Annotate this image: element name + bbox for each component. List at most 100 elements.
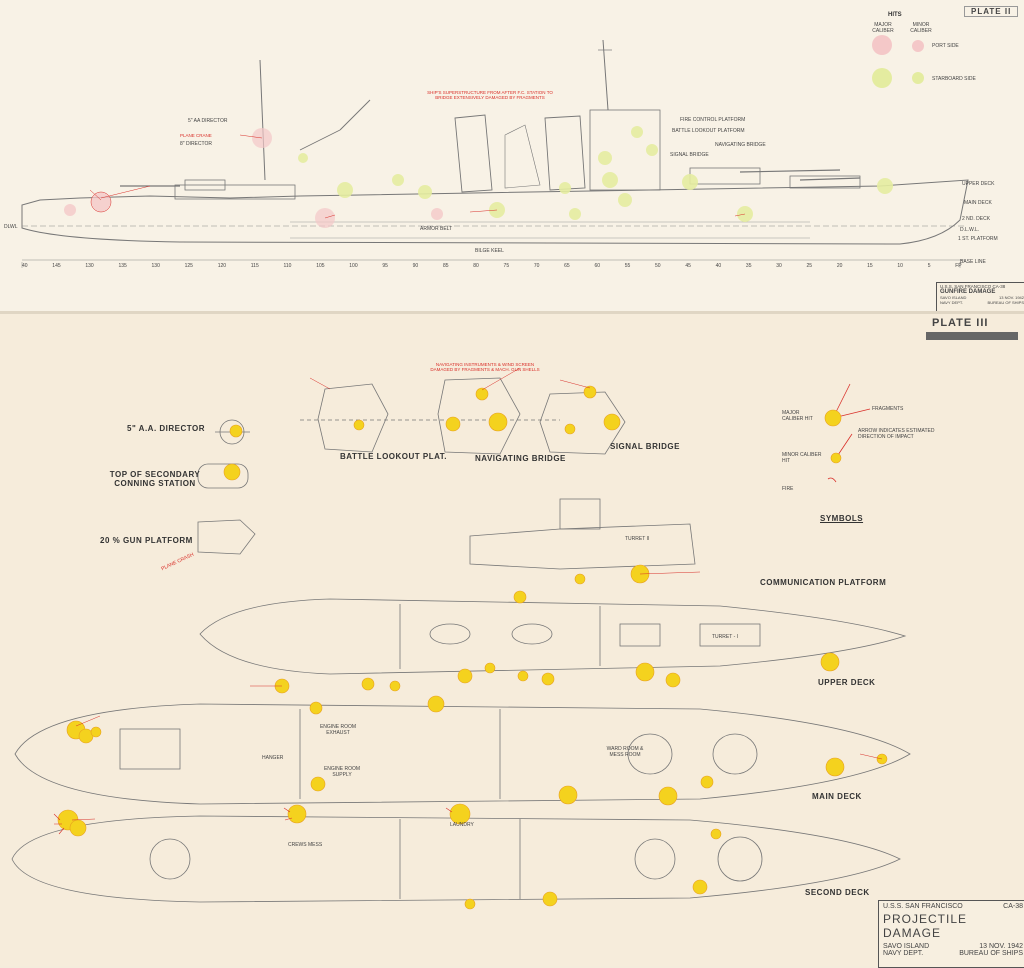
profile-label-fire-control-platform: FIRE CONTROL PLATFORM: [680, 117, 746, 123]
frame-number: 50: [655, 263, 661, 269]
superstructure-note: SHIP'S SUPERSTRUCTURE FROM AFTER F.C. ST…: [427, 90, 553, 100]
label-crews-mess: CREWS MESS: [288, 842, 323, 848]
label-engine-room-exhaust: ENGINE ROOM EXHAUST: [319, 724, 357, 736]
label-secondary-conning-station: TOP OF SECONDARY CONNING STATION: [109, 470, 201, 488]
legend-port-major-dot: [872, 35, 892, 55]
label-battle-lookout-plat: BATTLE LOOKOUT PLAT.: [340, 452, 448, 461]
frame-number: 40: [715, 263, 722, 269]
frame-number: FP: [955, 263, 962, 269]
plate-ii-title-block: U.S.S. SAN FRANCISCO CA-38 GUNFIRE DAMAG…: [936, 282, 1024, 314]
frame-number: 105: [316, 263, 325, 269]
title-savo-island: SAVO ISLAND: [883, 943, 930, 950]
profile-label-armor-belt: ARMOR BELT: [420, 226, 453, 232]
title-navy-dept: NAVY DEPT.: [883, 950, 924, 957]
frame-number: 125: [184, 263, 193, 269]
title-navy-dept: NAVY DEPT.: [940, 300, 963, 305]
symbol-major-caliber: MAJOR CALIBER HIT: [782, 410, 813, 422]
plate-iii-title-block: U.S.S. SAN FRANCISCO CA-38 PROJECTILE DA…: [878, 900, 1024, 968]
ship-profile-drawing: [21, 39, 969, 268]
frame-number: 75: [503, 263, 510, 269]
label-engine-room-supply: ENGINE ROOM SUPPLY: [323, 766, 361, 778]
frame-number: 100: [349, 263, 358, 269]
legend-major-caliber: MAJOR CALIBER: [872, 22, 894, 34]
frame-number: 115: [250, 263, 259, 269]
profile-label-plane-crane: PLANE CRANE: [180, 133, 212, 138]
frame-number: 130: [85, 263, 94, 269]
label-aa-director: 5" A.A. DIRECTOR: [127, 424, 206, 433]
frame-number: 60: [594, 263, 600, 269]
frame-number: 145: [52, 263, 61, 269]
title-date: 13 NOV. 1942: [999, 295, 1024, 300]
frame-number: 15: [867, 263, 873, 269]
label-wardroom: WARD ROOM & MESS ROOM: [606, 746, 644, 758]
legend-title: HITS: [888, 12, 902, 18]
frame-number: 90: [412, 263, 419, 269]
frame-number: 95: [382, 263, 388, 269]
frame-scale: 40 145 130 135 130 125 120 115 110 105 1…: [22, 263, 962, 269]
frame-number: 120: [217, 263, 227, 269]
plate-iii-label: PLATE III: [932, 317, 989, 329]
frame-number: 80: [473, 263, 479, 269]
legend-port-side: PORT SIDE: [932, 43, 959, 49]
profile-label-dlwl-left: DLWL: [4, 224, 18, 230]
profile-label-signal-bridge: SIGNAL BRIDGE: [670, 152, 709, 158]
legend-minor-caliber: MINOR CALIBER: [910, 22, 932, 34]
navigating-instruments-note: NAVIGATING INSTRUMENTS & WIND SCREEN DAM…: [430, 362, 540, 372]
plate-ii-label: PLATE II: [964, 6, 1019, 17]
symbol-fire: FIRE: [782, 486, 794, 492]
label-upper-deck: UPPER DECK: [818, 678, 876, 687]
plate-iii-label-bar: [926, 332, 1018, 340]
title-savo-island: SAVO ISLAND: [940, 295, 967, 300]
profile-label-main-deck: MAIN DECK: [964, 200, 992, 206]
profile-label-first-platform: 1 ST. PLATFORM: [958, 236, 998, 242]
title-ship: U.S.S. SAN FRANCISCO CA-38: [940, 284, 1006, 289]
frame-number: 20: [836, 263, 843, 269]
frame-number: 55: [624, 263, 631, 269]
symbol-fragments: FRAGMENTS: [872, 406, 904, 412]
legend-starboard-minor-dot: [912, 72, 924, 84]
profile-label-dlwl-right: D.L.W.L.: [960, 227, 980, 233]
profile-label-navigating-bridge: NAVIGATING BRIDGE: [715, 142, 766, 148]
frame-number: 45: [685, 263, 691, 269]
profile-label-8in-director: 8" DIRECTOR: [180, 141, 212, 147]
frame-number: 130: [151, 263, 160, 269]
title-date: 13 NOV. 1942: [979, 943, 1023, 950]
label-laundry: LAUNDRY: [450, 822, 474, 828]
frame-number: 85: [442, 263, 449, 269]
frame-number: 30: [776, 263, 782, 269]
profile-label-base-line: BASE LINE: [960, 259, 986, 265]
legend-starboard-major-dot: [872, 68, 892, 88]
profile-label-second-deck: 2 ND. DECK: [962, 216, 991, 222]
plate-ii-gunfire-damage-profile: HITS MAJOR CALIBER MINOR CALIBER PORT SI…: [0, 0, 1024, 314]
deck-plans-drawing: [11, 367, 911, 910]
label-turret-1: TURRET - I: [712, 634, 739, 640]
frame-number: 10: [897, 263, 903, 269]
label-main-deck: MAIN DECK: [812, 792, 862, 801]
label-gun-platform: 20 % GUN PLATFORM: [100, 536, 193, 545]
title-bureau-of-ships: BUREAU OF SHIPS: [959, 950, 1023, 957]
title-hull-number: CA-38: [1003, 903, 1023, 910]
frame-number: 135: [118, 263, 127, 269]
label-turret-2: TURRET II: [625, 536, 650, 542]
frame-number: 5: [927, 263, 931, 269]
label-signal-bridge: SIGNAL BRIDGE: [610, 442, 680, 451]
profile-label-bilge-keel: BILGE KEEL: [475, 248, 504, 254]
label-communication-platform: COMMUNICATION PLATFORM: [760, 578, 887, 587]
frame-number: 25: [806, 263, 813, 269]
frame-number: 110: [283, 263, 292, 269]
label-hangar: HANGER: [262, 755, 284, 761]
symbols-title: SYMBOLS: [820, 514, 864, 523]
profile-label-upper-deck: UPPER DECK: [962, 181, 995, 187]
profile-label-battle-lookout-platform: BATTLE LOOKOUT PLATFORM: [672, 128, 745, 134]
plate-separator: [0, 311, 1024, 315]
title-bureau: BUREAU OF SHIPS: [987, 300, 1024, 305]
label-navigating-bridge: NAVIGATING BRIDGE: [475, 454, 566, 463]
title-projectile-damage: PROJECTILE DAMAGE: [883, 912, 968, 940]
symbol-minor-caliber: MINOR CALIBER HIT: [782, 452, 822, 464]
label-second-deck: SECOND DECK: [805, 888, 870, 897]
frame-number: 40: [22, 263, 28, 269]
frame-number: 65: [564, 263, 570, 269]
title-gunfire-damage: GUNFIRE DAMAGE: [940, 289, 996, 295]
plate-iii-projectile-damage-plan: PLATE III NAVIGATING INSTRUMENTS & WIND …: [0, 314, 1024, 968]
legend-starboard-side: STARBOARD SIDE: [932, 76, 976, 82]
